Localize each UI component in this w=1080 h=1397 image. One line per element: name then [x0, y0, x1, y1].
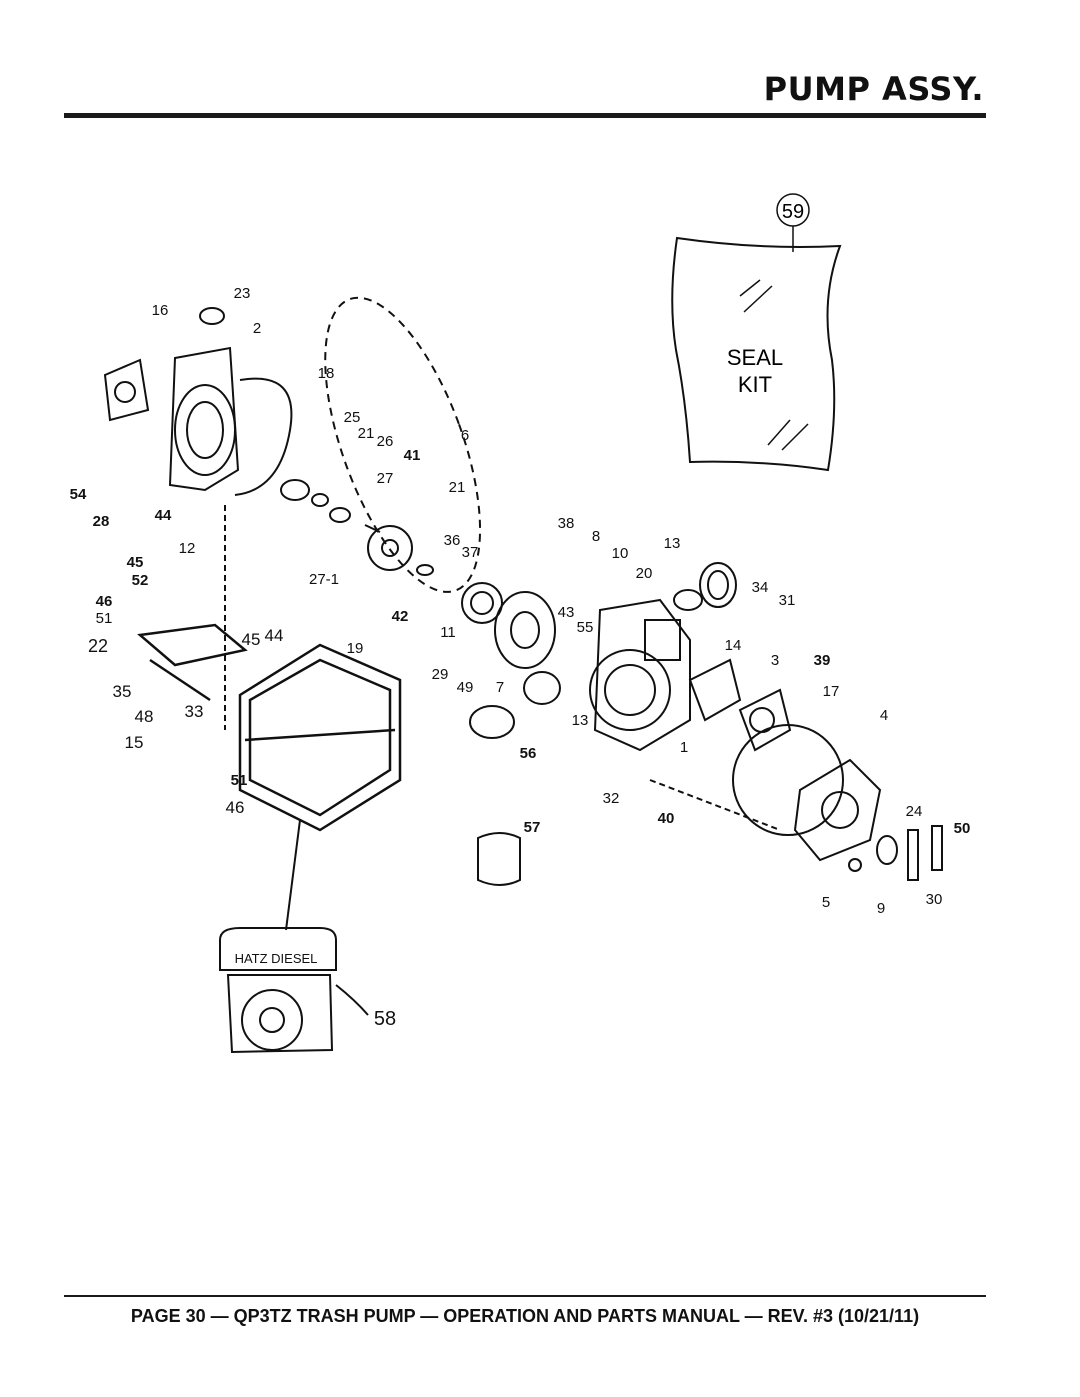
callout-label: 23 [234, 285, 251, 302]
callout-label: 27 [377, 470, 394, 487]
callout-label: 28 [93, 513, 110, 530]
callout-label: 37 [462, 544, 479, 561]
callout-label: 56 [520, 745, 537, 762]
header-rule [64, 113, 986, 118]
callout-label: 9 [877, 900, 885, 917]
callout-label: 38 [558, 515, 575, 532]
callout-label: 29 [432, 666, 449, 683]
callout-label: 13 [664, 535, 681, 552]
seal-kit-bag: 59 SEAL KIT [671, 193, 842, 472]
callout-label: 48 [135, 707, 154, 726]
seal-kit-label-line1: SEAL [727, 345, 783, 370]
callout-label: 35 [113, 682, 132, 701]
page-footer: PAGE 30 — QP3TZ TRASH PUMP — OPERATION A… [130, 1306, 920, 1326]
callout-label: 5 [822, 894, 830, 911]
callout-label: 8 [592, 528, 600, 545]
frame [137, 623, 402, 832]
callout-label: 46 [226, 798, 245, 817]
callout-label: 10 [612, 545, 629, 562]
callout-label: 12 [179, 540, 196, 557]
callout-label: 14 [725, 637, 742, 654]
callout-label: 44 [155, 507, 172, 524]
callout-label: 3 [771, 652, 779, 669]
callout-label: 52 [132, 572, 149, 589]
engine: HATZ DIESEL 58 [219, 819, 396, 1054]
callout-label: 43 [558, 604, 575, 621]
callout-label: 51 [231, 772, 248, 789]
pump-cover-assembly [103, 307, 293, 730]
callout-label: 40 [658, 810, 675, 827]
callout-label: 21 [449, 479, 466, 496]
callout-label: 7 [496, 679, 504, 696]
callout-label: 21 [358, 425, 375, 442]
callout-label: 17 [823, 683, 840, 700]
callout-label: 25 [344, 409, 361, 426]
callout-label: 45 [127, 554, 144, 571]
callout-labels: 23 16 2 18 25 21 26 6 41 27 21 36 37 27-… [70, 285, 971, 917]
pump-body [461, 562, 943, 886]
seal-kit-number: 59 [782, 201, 804, 223]
callout-label: 49 [457, 679, 474, 696]
seal-parts [280, 296, 482, 593]
callout-label: 57 [524, 819, 541, 836]
callout-label: 50 [954, 820, 971, 837]
callout-label: 41 [404, 447, 421, 464]
engine-label: HATZ DIESEL [235, 951, 318, 966]
callout-label: 46 [96, 593, 113, 610]
callout-label: 11 [440, 624, 456, 641]
callout-label: 30 [926, 891, 943, 908]
callout-label: 44 [265, 626, 284, 645]
callout-label: 42 [392, 608, 409, 625]
callout-label: 54 [70, 486, 87, 503]
callout-label: 34 [752, 579, 769, 596]
callout-label: 4 [880, 707, 888, 724]
callout-label: 20 [636, 565, 653, 582]
callout-label: 32 [603, 790, 620, 807]
callout-label: 24 [906, 803, 923, 820]
callout-label: 2 [253, 320, 261, 337]
footer-rule [64, 1295, 986, 1297]
callout-label: 55 [577, 619, 594, 636]
page-title: PUMP ASSY. [763, 70, 984, 108]
callout-label: 18 [318, 365, 335, 382]
callout-label: 51 [96, 610, 113, 627]
seal-kit-label-line2: KIT [738, 372, 772, 397]
callout-label: 33 [185, 702, 204, 721]
callout-label: 16 [152, 302, 169, 319]
callout-label: 36 [444, 532, 461, 549]
callout-label: 27-1 [309, 571, 339, 588]
callout-label: 1 [680, 739, 688, 756]
callout-label: 39 [814, 652, 831, 669]
engine-number: 58 [374, 1008, 396, 1030]
callout-label: 13 [572, 712, 589, 729]
callout-label: 22 [88, 636, 108, 656]
callout-label: 15 [125, 733, 144, 752]
callout-label: 26 [377, 433, 394, 450]
callout-label: 6 [461, 427, 469, 444]
callout-label: 19 [347, 640, 364, 657]
callout-label: 31 [779, 592, 796, 609]
callout-label: 45 [242, 630, 261, 649]
